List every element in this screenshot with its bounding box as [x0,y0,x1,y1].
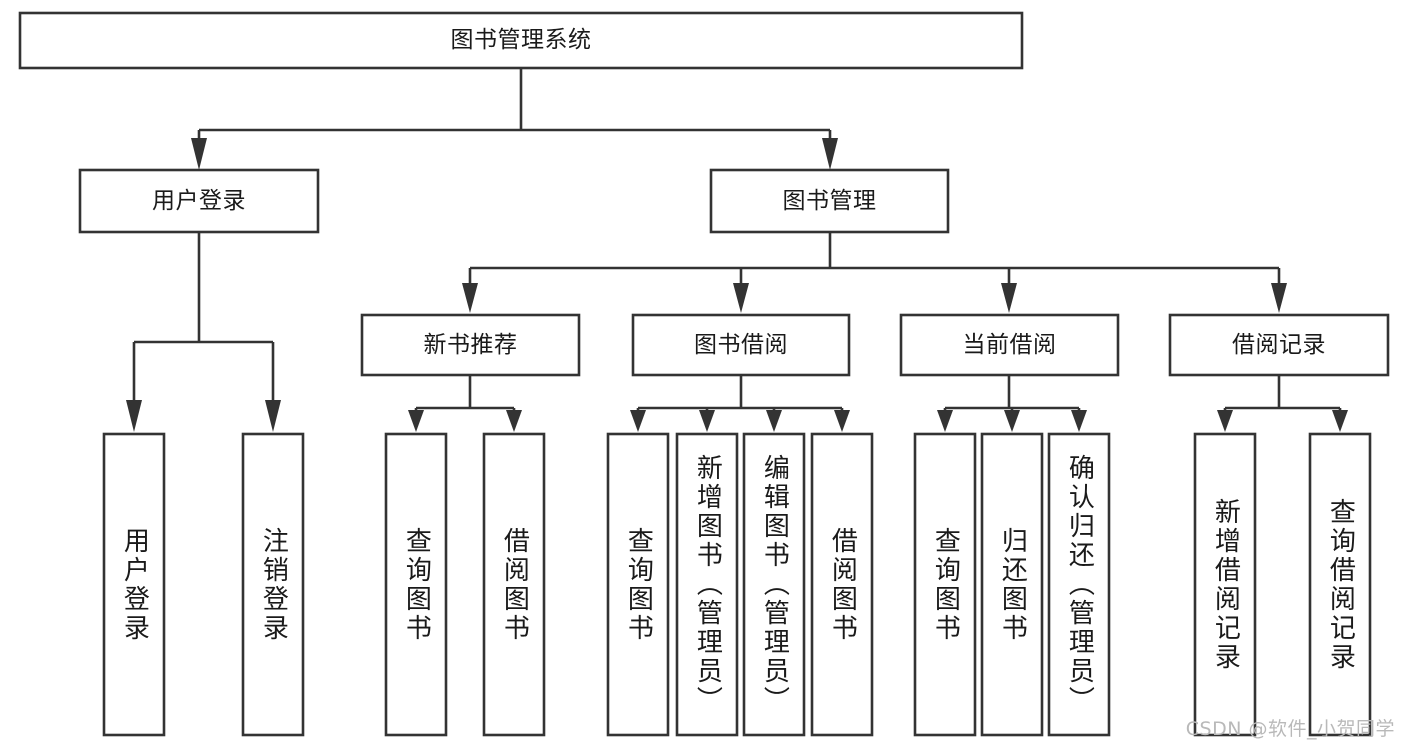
box-leaf-return-book[interactable] [980,432,1044,737]
arrowhead-leaf-borrow-book-1 [506,410,522,432]
arrowhead-leaf-query-book-2 [630,410,646,432]
arrowhead-book-borrow [733,283,749,313]
box-new-book-rec[interactable] [360,313,581,377]
box-leaf-add-record[interactable] [1193,432,1257,737]
box-current-borrow[interactable] [899,313,1120,377]
arrowhead-leaf-logout [265,400,281,432]
arrowhead-leaf-query-book-3 [937,410,953,432]
box-leaf-edit-book[interactable] [742,432,806,737]
arrowhead-leaf-add-record [1217,410,1233,432]
box-leaf-query-book-3[interactable] [913,432,977,737]
arrowhead-new-book-rec [462,283,478,313]
box-leaf-add-book[interactable] [675,432,739,737]
box-leaf-borrow-book-1[interactable] [482,432,546,737]
arrowhead-leaf-user-login [126,400,142,432]
box-leaf-user-login[interactable] [102,432,166,737]
arrowhead-leaf-add-book [699,410,715,432]
box-leaf-borrow-book-2[interactable] [810,432,874,737]
box-leaf-query-record[interactable] [1308,432,1372,737]
arrowhead-current-borrow [1001,283,1017,313]
box-book-borrow[interactable] [631,313,851,377]
arrowhead-user-login [191,138,207,170]
arrowhead-leaf-return-book [1004,410,1020,432]
arrowhead-leaf-query-book-1 [408,410,424,432]
arrowhead-leaf-borrow-book-2 [834,410,850,432]
box-user-login[interactable] [78,168,320,234]
arrowhead-book-manage [822,138,838,170]
box-leaf-query-book-1[interactable] [384,432,448,737]
box-borrow-record[interactable] [1168,313,1390,377]
arrowhead-borrow-record [1271,283,1287,313]
box-book-manage[interactable] [709,168,950,234]
arrowhead-leaf-edit-book [766,410,782,432]
box-leaf-confirm-return[interactable] [1047,432,1111,737]
box-leaf-query-book-2[interactable] [606,432,670,737]
csdn-watermark: CSDN @软件_小贺同学 [1185,718,1395,740]
box-root[interactable] [18,11,1024,70]
arrowhead-leaf-confirm-return [1071,410,1087,432]
box-leaf-logout[interactable] [241,432,305,737]
arrowhead-leaf-query-record [1332,410,1348,432]
